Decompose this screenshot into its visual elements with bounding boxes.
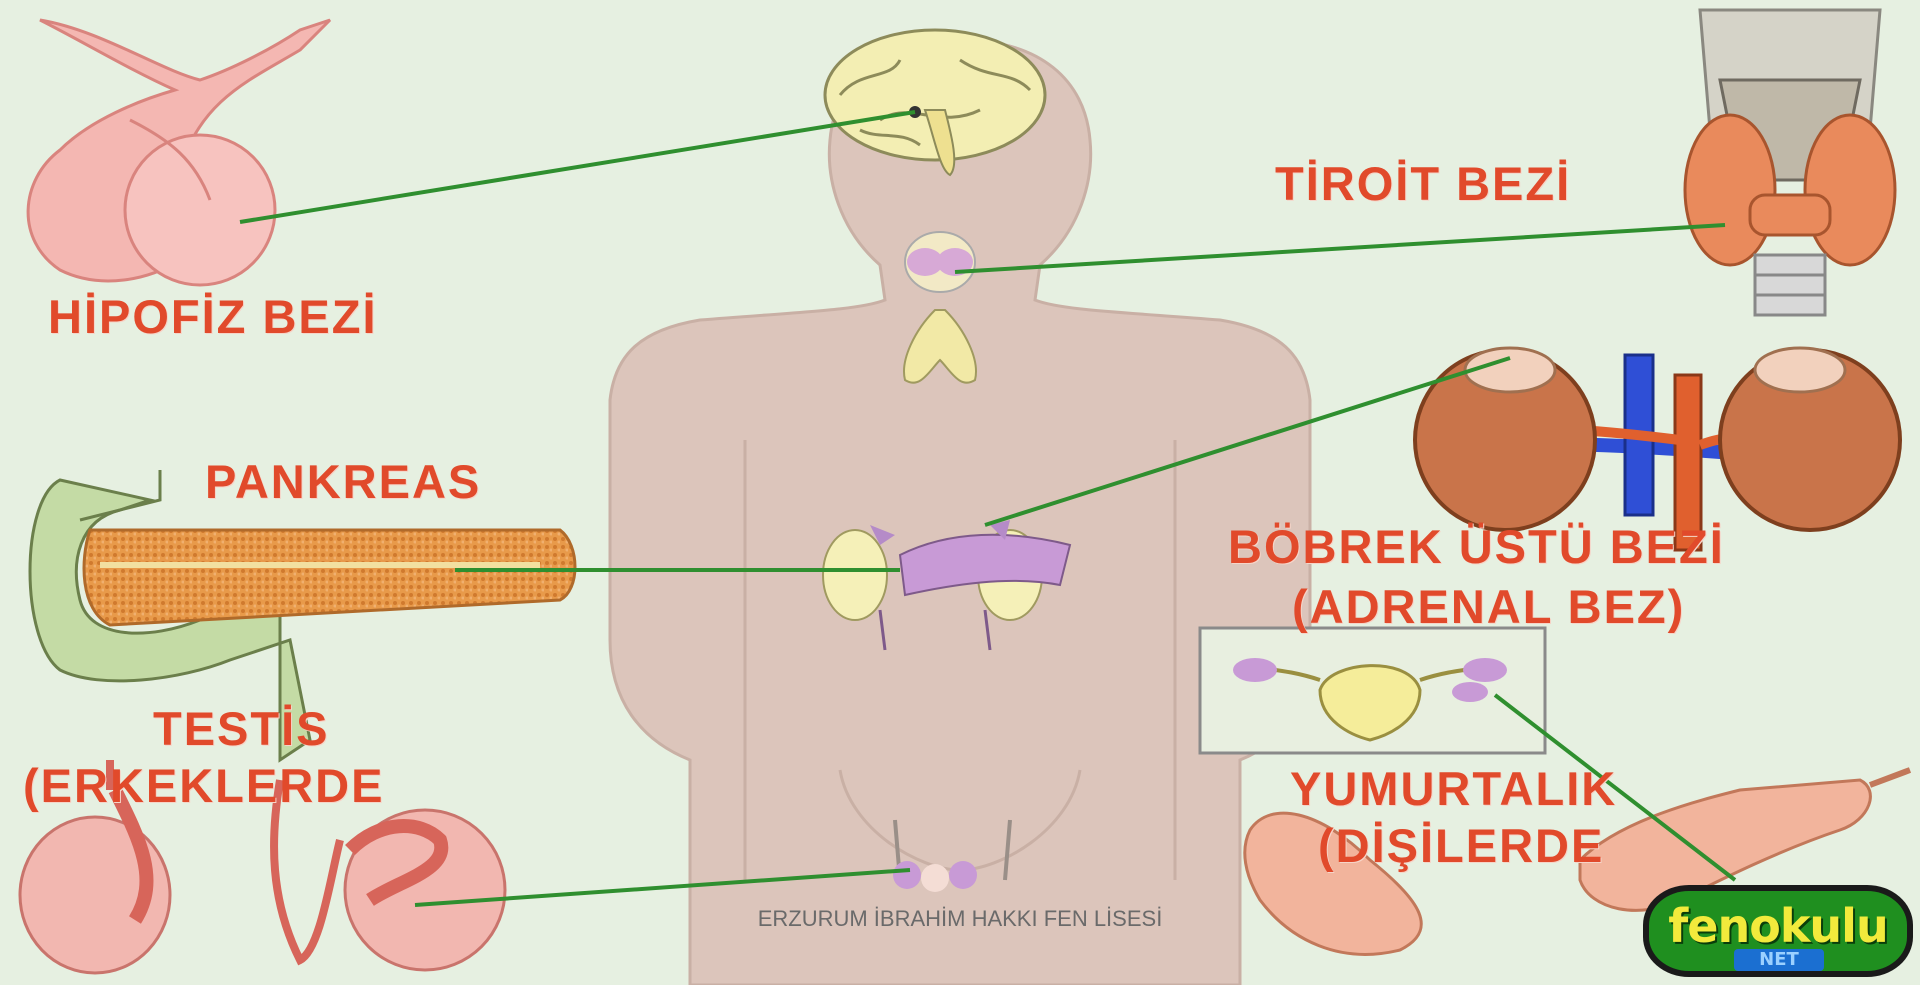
- line-hipofiz: [240, 112, 915, 222]
- label-yumurtalik-2: (DİŞİLERDE: [1318, 822, 1604, 869]
- fenokulu-logo[interactable]: fenokulu NET: [1643, 885, 1913, 977]
- human-silhouette: [610, 40, 1310, 985]
- label-testis-2: (ERKEKLERDE: [23, 762, 384, 809]
- logo-text: fenokulu: [1649, 899, 1907, 953]
- line-tiroit: [955, 225, 1725, 272]
- school-footer: ERZURUM İBRAHİM HAKKI FEN LİSESİ: [720, 906, 1200, 932]
- label-pankreas: PANKREAS: [205, 458, 481, 505]
- pituitary-illustration: [28, 20, 330, 285]
- label-yumurtalik-1: YUMURTALIK: [1290, 765, 1617, 812]
- label-bobrek-ustu: BÖBREK ÜSTÜ BEZİ: [1228, 523, 1725, 570]
- logo-background: fenokulu NET: [1649, 891, 1907, 971]
- body-thyroid: [905, 232, 975, 292]
- logo-net-badge: NET: [1734, 949, 1824, 971]
- label-tiroit: TİROİT BEZİ: [1275, 160, 1571, 207]
- label-testis-1: TESTİS: [153, 705, 330, 752]
- thyroid-illustration: [1685, 10, 1895, 315]
- label-hipofiz: HİPOFİZ BEZİ: [48, 293, 378, 340]
- ovary-box: [1200, 628, 1545, 753]
- label-adrenal: (ADRENAL BEZ): [1292, 583, 1685, 630]
